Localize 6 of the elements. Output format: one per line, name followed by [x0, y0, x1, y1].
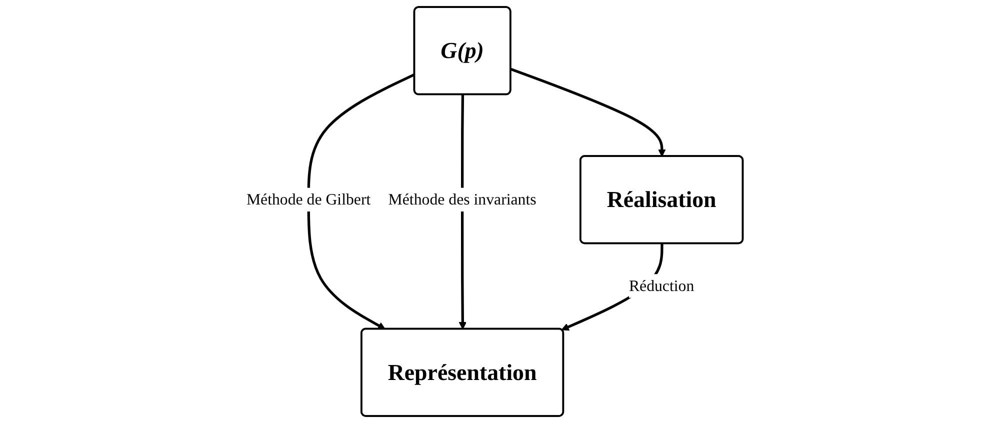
arrow [308, 73, 416, 330]
arrow [510, 68, 666, 157]
arrow [459, 94, 467, 330]
edge-label: Méthode des invariants [388, 190, 537, 208]
edge-label: Méthode de Gilbert [246, 190, 372, 208]
edge-label: Réduction [629, 276, 695, 294]
